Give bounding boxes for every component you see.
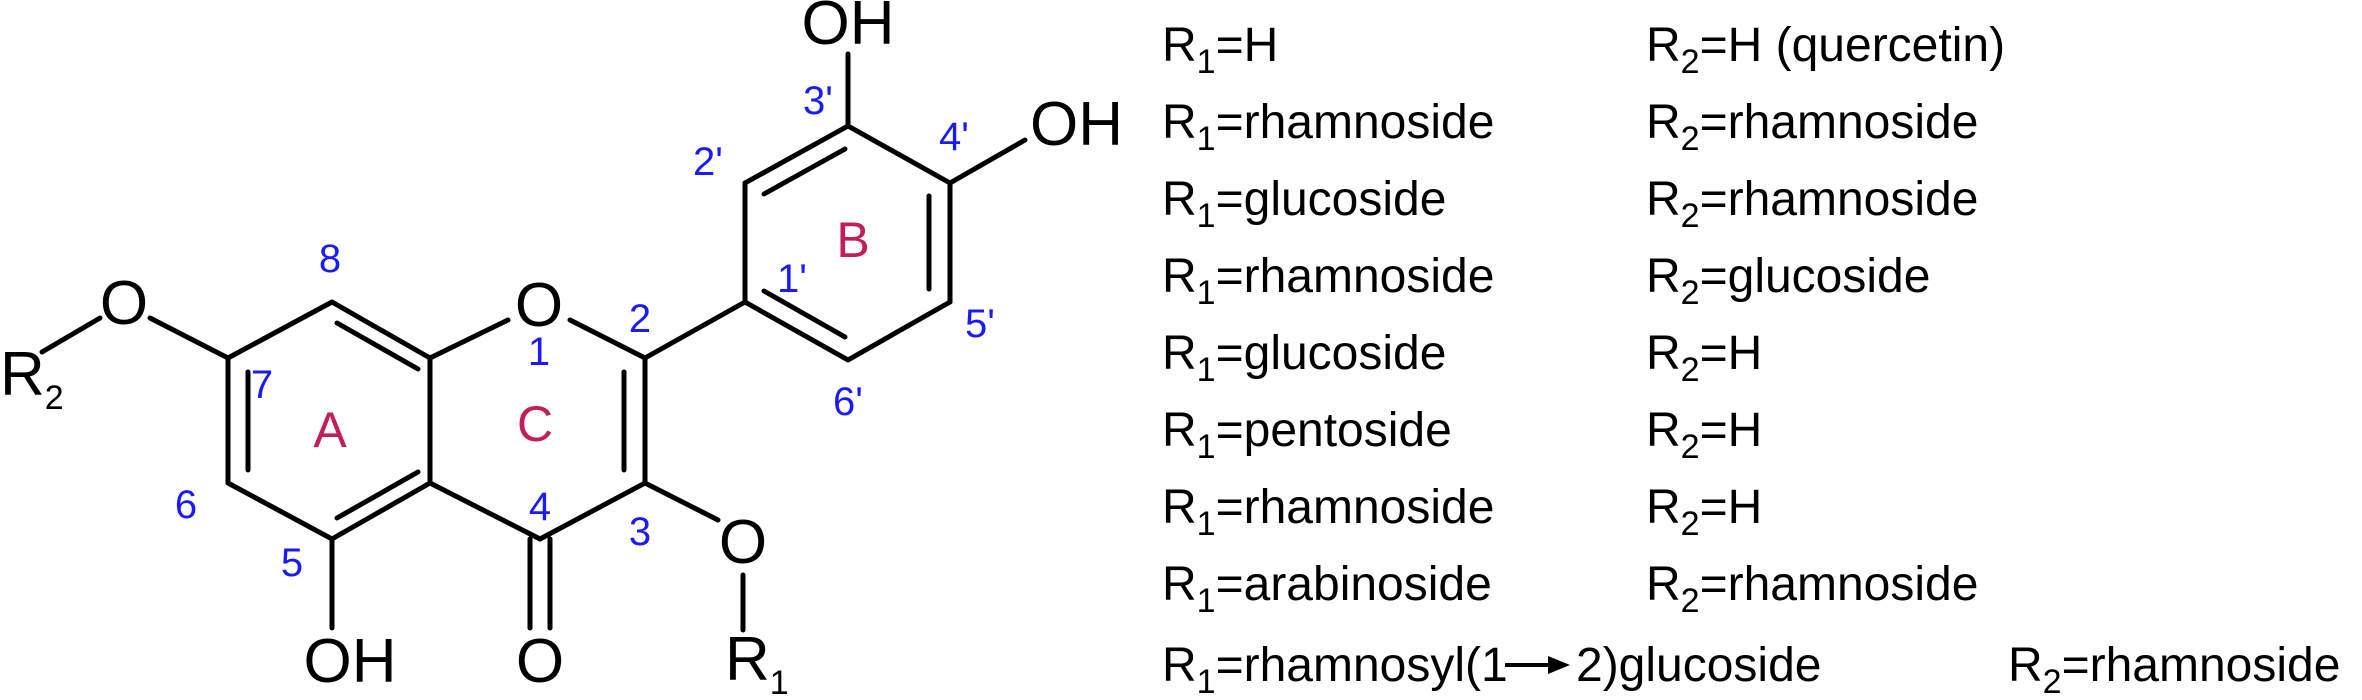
num-3prime: 3' [803,79,833,123]
num-4: 4 [529,485,551,529]
bond-c4-c4a [427,480,543,542]
num-2prime: 2' [693,140,723,184]
ring-labels: A C B [313,212,869,458]
bond-c7-o [147,315,231,361]
bonds [39,51,1028,633]
bond-c4a-c5 [329,480,433,542]
bond-c3-c4 [537,480,648,542]
atom-oh-4prime: OH [1030,90,1123,159]
atom-o-7: O [100,269,148,338]
glycosidic-arrow-icon [1505,656,1570,674]
atom-o-3: O [719,508,767,577]
num-6: 6 [175,483,197,527]
ring-label-c: C [517,396,553,452]
bond-c2p-c3p [742,123,851,186]
substituent-row: R1=pentoside R2=H [1162,404,1762,466]
num-5: 5 [281,541,303,585]
substituent-row: R1=glucoside R2=H [1162,327,1762,389]
num-2: 2 [629,297,651,341]
row-r1-entry: R1=rhamnoside [1162,96,1494,158]
bond-o-r2 [39,315,103,355]
substituent-row: R1=rhamnoside R2=H [1162,481,1762,543]
bond-c4a-c5-inner [334,469,421,521]
substituent-row: R1=arabinoside R2=rhamnoside [1162,558,1978,620]
bond-c5p-c6p [845,299,953,363]
bond-c6p-c1p-inner [761,288,848,340]
row-r1-entry: R1=H [1162,19,1278,81]
bond-c8-c8a-inner [334,320,421,372]
row-r2-entry: R2=H (quercetin) [1646,19,2005,81]
row-r2-entry: R2=rhamnoside [1646,96,1978,158]
atom-o-ring: O [515,271,563,340]
atom-o-4: O [516,627,564,696]
atom-oh-5: OH [304,627,397,696]
row-last-r2: R2=rhamnoside [2008,639,2340,700]
substituent-row-last: R1=rhamnosyl(1 2)glucoside R2=rhamnoside [1162,639,2340,700]
atom-oh-3prime: OH [802,0,895,58]
row-r2-entry: R2=H [1646,327,1762,389]
substituent-row: R1=H R2=H (quercetin) [1162,19,2005,81]
position-numbers: 3' 4' 2' 1' 5' 6' 8 7 6 5 1 2 3 4 [175,79,995,585]
bond-o1-c2 [567,317,648,361]
row-r2-entry: R2=glucoside [1646,250,1930,312]
bond-c7-c8 [225,299,335,361]
bond-c6p-c1p [742,299,851,363]
bond-c4p-oh [947,137,1028,186]
row-r2-entry: R2=H [1646,481,1762,543]
row-r2-entry: R2=rhamnoside [1646,173,1978,235]
bond-c8a-o1 [427,317,511,361]
atom-labels: OH OH O R2 O O R1 OH O [0,0,1123,700]
num-1: 1 [528,330,550,374]
bond-c3p-c4p [845,123,953,186]
row-r1-entry: R1=rhamnoside [1162,481,1494,543]
bond-c5-c6 [225,480,335,542]
row-last-r1-tail: 2)glucoside [1576,639,1821,692]
row-r1-entry: R1=glucoside [1162,173,1446,235]
num-5prime: 5' [965,302,995,346]
bond-c2p-c3p-inner [761,146,848,197]
row-r1-entry: R1=rhamnoside [1162,250,1494,312]
ring-label-a: A [313,402,347,458]
num-1prime: 1' [777,257,807,301]
num-8: 8 [319,237,341,281]
atom-r2: R2 [0,340,64,417]
row-r1-entry: R1=pentoside [1162,404,1452,466]
row-r2-entry: R2=H [1646,404,1762,466]
num-6prime: 6' [833,380,863,424]
ring-label-b: B [836,212,869,268]
substituent-row: R1=rhamnoside R2=rhamnoside [1162,96,1978,158]
row-r1-entry: R1=arabinoside [1162,558,1492,620]
substituent-row: R1=rhamnoside R2=glucoside [1162,250,1930,312]
bond-c8-c8a [329,299,433,361]
row-last-r1: R1=rhamnosyl(1 [1162,639,1508,700]
row-r1-entry: R1=glucoside [1162,327,1446,389]
substituent-row: R1=glucoside R2=rhamnoside [1162,173,1978,235]
atom-r1: R1 [725,625,789,700]
bond-c3-o [642,480,721,523]
row-r2-entry: R2=rhamnoside [1646,558,1978,620]
bond-c2-c1p [642,299,748,361]
num-3: 3 [629,510,651,554]
num-4prime: 4' [939,115,969,159]
num-7: 7 [251,363,273,407]
